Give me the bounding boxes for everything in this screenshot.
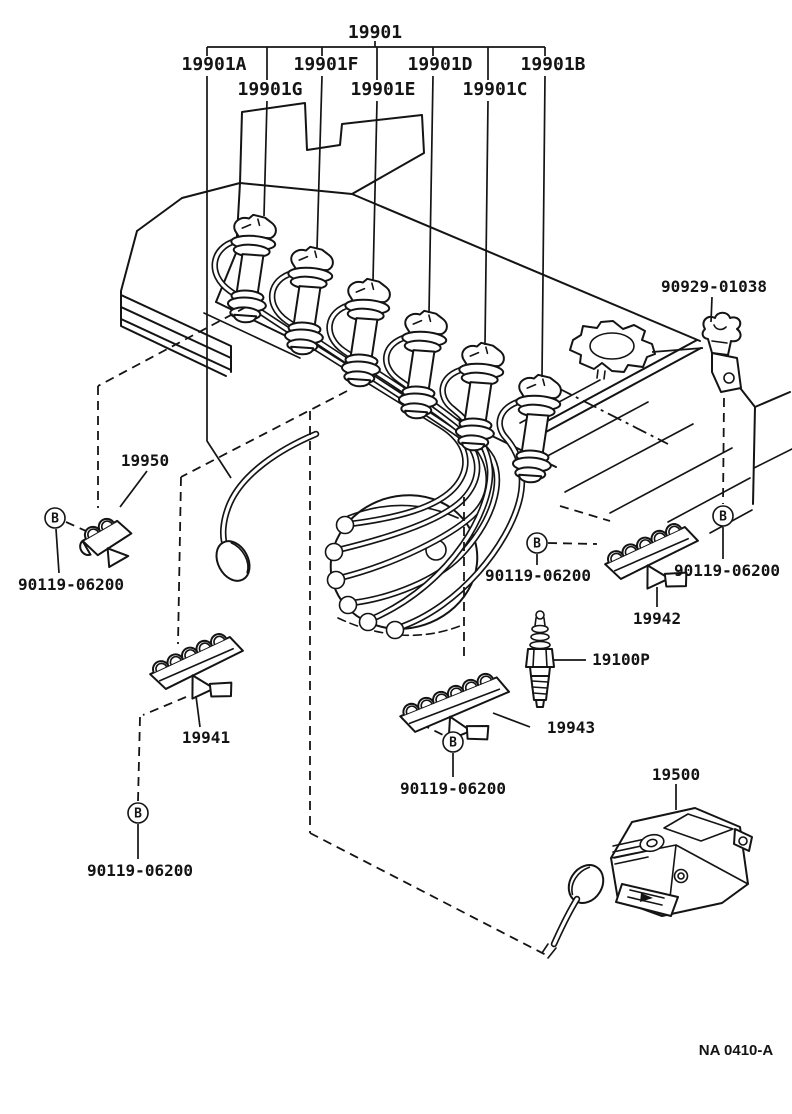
label-clamp-19943: 19943 — [547, 718, 595, 737]
boot-5 — [452, 340, 507, 453]
label-wire-b: 19901B — [520, 54, 585, 75]
b-washer-marker — [526, 532, 548, 554]
oil-filler-cap — [570, 321, 655, 379]
label-wire-e: 19901E — [350, 79, 415, 100]
distributor-cap — [313, 476, 495, 647]
engine-outline — [121, 103, 792, 533]
clamp-19941 — [147, 627, 258, 723]
wire-2 — [272, 273, 477, 550]
spark-plug — [526, 611, 554, 707]
wire-6 — [398, 401, 522, 628]
label-clamp-19941: 19941 — [182, 728, 230, 747]
label-bolt-19943: 90119-06200 — [400, 779, 506, 798]
label-spark-plug: 19100P — [592, 650, 650, 669]
leader-lines — [56, 41, 723, 859]
label-wire-set: 19901 — [348, 22, 402, 43]
label-wire-c: 19901C — [462, 79, 527, 100]
head-rail-edge — [540, 340, 701, 433]
coil-wire-boot — [210, 535, 256, 586]
coil-ht-boot — [562, 859, 610, 910]
label-wire-f: 19901F — [293, 54, 358, 75]
center-dashdot-line — [558, 388, 668, 444]
wire-4 — [352, 337, 497, 603]
label-bolt-right: 90119-06200 — [674, 561, 780, 580]
label-clamp-19942: 19942 — [633, 609, 681, 628]
coil-wire — [223, 434, 316, 548]
drawing-code: NA 0410-A — [699, 1042, 774, 1059]
clamp-19942 — [602, 517, 713, 613]
label-bolt-left: 90119-06200 — [18, 575, 124, 594]
boot-1 — [224, 212, 279, 325]
b-washer-marker — [44, 507, 66, 529]
boot-6 — [509, 372, 564, 485]
label-wire-a: 19901A — [181, 54, 246, 75]
part-labels: 19901 19901A 19901F 19901D 19901B 19901G… — [18, 22, 780, 1059]
label-clamp-19950: 19950 — [121, 451, 169, 470]
label-bolt-bottom-left: 90119-06200 — [87, 861, 193, 880]
clamp-19950 — [73, 511, 140, 575]
coil-ht-wire — [554, 899, 577, 944]
valve-cover — [240, 103, 424, 194]
b-washer-marker — [712, 505, 734, 527]
distributor-towers — [326, 517, 404, 639]
wire-5 — [374, 369, 490, 618]
label-bolt-middle: 90119-06200 — [485, 566, 591, 585]
connector-arrow-icon — [640, 893, 653, 902]
b-washer-marker — [442, 731, 464, 753]
b-washer-marker — [127, 802, 149, 824]
ignition-coil — [542, 808, 752, 958]
boot-4 — [395, 308, 450, 421]
label-gasket: 90929-01038 — [661, 277, 767, 296]
reference-dashed-lines — [66, 307, 724, 956]
label-wire-d: 19901D — [407, 54, 472, 75]
coil-connector — [616, 884, 678, 916]
gasket-bracket — [652, 313, 741, 392]
label-ignition-coil: 19500 — [652, 765, 700, 784]
boot-3 — [338, 276, 393, 389]
label-wire-g: 19901G — [237, 79, 302, 100]
boot-2 — [281, 244, 336, 357]
